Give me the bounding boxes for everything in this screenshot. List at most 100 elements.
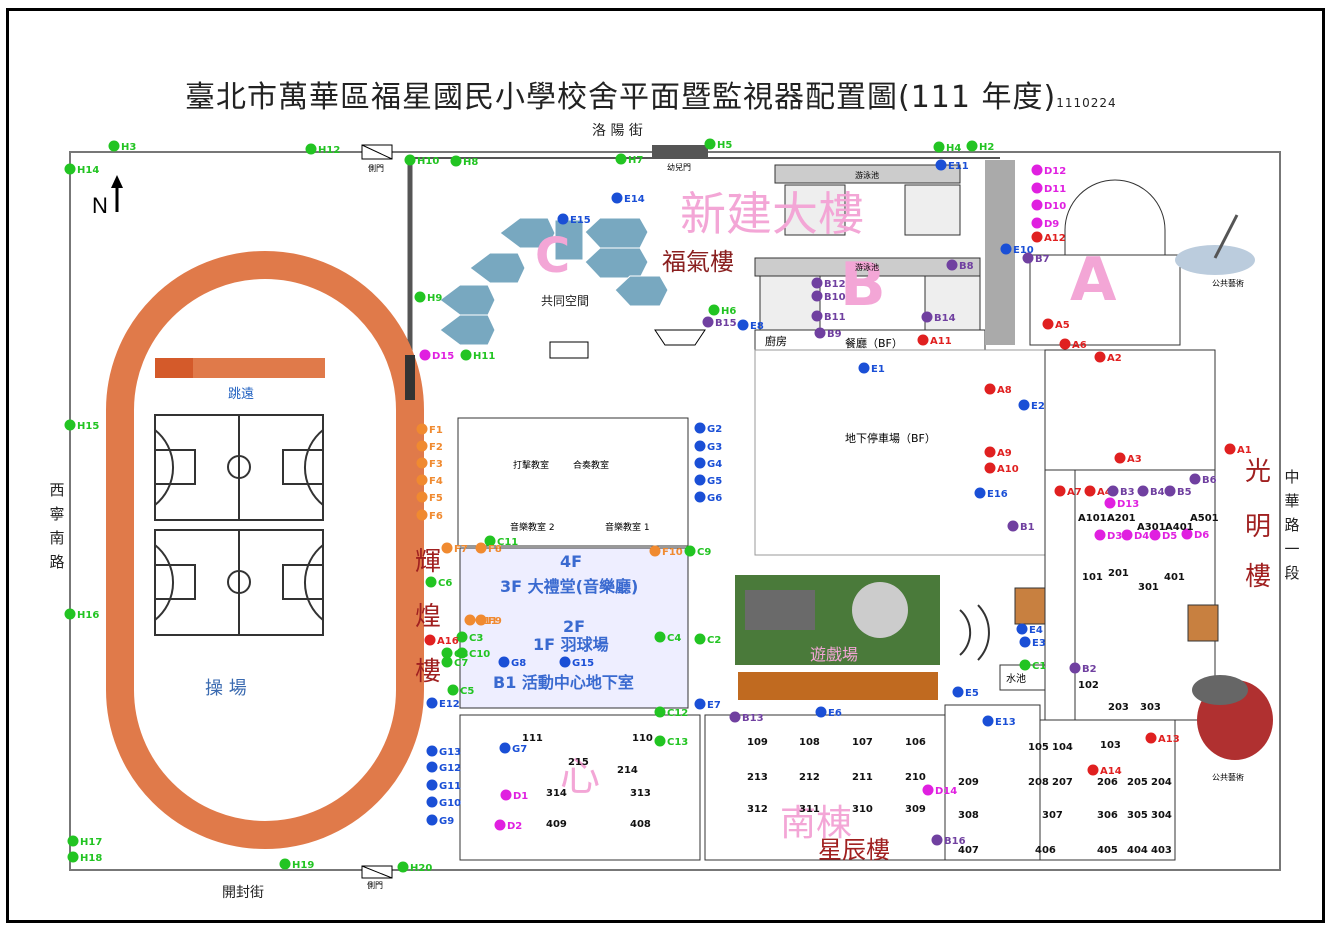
svg-text:E15: E15 bbox=[570, 215, 591, 226]
camera-g2: G2 bbox=[694, 422, 722, 435]
svg-text:C10: C10 bbox=[469, 649, 490, 660]
camera-h14: H14 bbox=[64, 163, 99, 176]
svg-text:H2: H2 bbox=[979, 142, 994, 153]
room-309: 309 bbox=[905, 804, 926, 815]
room-101: 101 bbox=[1082, 572, 1103, 583]
svg-text:H18: H18 bbox=[80, 853, 102, 864]
svg-text:H17: H17 bbox=[80, 837, 102, 848]
camera-c4: C4 bbox=[654, 631, 681, 644]
basketball-court-1 bbox=[154, 414, 324, 521]
camera-f10: F10 bbox=[649, 545, 683, 558]
room-109: 109 bbox=[747, 737, 768, 748]
svg-text:H14: H14 bbox=[77, 165, 99, 176]
camera-h12: H12 bbox=[305, 143, 340, 156]
svg-text:H19: H19 bbox=[292, 860, 314, 871]
gate-kindergarten: 幼兒門 bbox=[652, 145, 708, 172]
restaurant-label: 餐廳（BF） bbox=[845, 336, 903, 350]
camera-a1: A1 bbox=[1224, 443, 1252, 456]
camera-d6: D6 bbox=[1181, 528, 1209, 541]
svg-text:C11: C11 bbox=[497, 537, 518, 548]
svg-text:C6: C6 bbox=[438, 578, 452, 589]
hall-2f: 2F bbox=[563, 617, 585, 636]
svg-text:E5: E5 bbox=[965, 688, 979, 699]
svg-text:E4: E4 bbox=[1029, 625, 1043, 636]
svg-text:D13: D13 bbox=[1117, 499, 1139, 510]
camera-b2: B2 bbox=[1069, 662, 1097, 675]
svg-text:D9: D9 bbox=[1044, 219, 1059, 230]
camera-h11: H11 bbox=[460, 349, 495, 362]
room-214: 214 bbox=[617, 765, 638, 776]
svg-text:B11: B11 bbox=[824, 312, 846, 323]
room-a101: A101 bbox=[1078, 513, 1107, 524]
svg-text:E11: E11 bbox=[948, 161, 969, 172]
svg-text:C13: C13 bbox=[667, 737, 688, 748]
camera-c8: C8 bbox=[441, 647, 468, 660]
svg-text:A10: A10 bbox=[997, 464, 1019, 475]
svg-text:G8: G8 bbox=[511, 658, 526, 669]
camera-b11: B11 bbox=[811, 310, 846, 323]
camera-f9: F9 bbox=[475, 614, 502, 627]
camera-b8: B8 bbox=[946, 259, 974, 272]
hall-1f: 1F 羽球場 bbox=[533, 635, 609, 654]
camera-c10: C10 bbox=[456, 647, 490, 660]
camera-c3: C3 bbox=[456, 631, 483, 644]
svg-text:G5: G5 bbox=[707, 476, 722, 487]
svg-text:B15: B15 bbox=[715, 318, 737, 329]
svg-text:C12: C12 bbox=[667, 708, 688, 719]
long-jump-label: 跳遠 bbox=[228, 387, 254, 402]
street-east: 中華路一段 bbox=[1284, 468, 1300, 582]
playground-park-photo: 遊戲場 bbox=[735, 575, 940, 665]
central-hall bbox=[457, 417, 701, 861]
camera-a4: A4 bbox=[1084, 485, 1112, 498]
camera-c7: C7 bbox=[441, 656, 468, 669]
map-frame bbox=[6, 8, 1325, 923]
guangming-building bbox=[1014, 349, 1219, 721]
camera-g12: G12 bbox=[426, 761, 461, 774]
svg-text:B1: B1 bbox=[1020, 522, 1035, 533]
camera-d10: D10 bbox=[1031, 199, 1066, 212]
camera-f5: F5 bbox=[416, 491, 443, 504]
hall-3f: 3F 大禮堂(音樂廳) bbox=[500, 577, 638, 596]
svg-text:C9: C9 bbox=[697, 547, 711, 558]
camera-c6: C6 bbox=[425, 576, 452, 589]
camera-g15: G15 bbox=[559, 656, 594, 669]
camera-a14: A14 bbox=[1087, 764, 1122, 777]
camera-h3: H3 bbox=[108, 140, 136, 153]
hall-4f: 4F bbox=[560, 552, 582, 571]
camera-a12: A12 bbox=[1031, 231, 1066, 244]
svg-text:D2: D2 bbox=[507, 821, 522, 832]
room-208: 208 bbox=[1028, 777, 1049, 788]
svg-text:C3: C3 bbox=[469, 633, 483, 644]
camera-e4: E4 bbox=[1016, 623, 1043, 636]
chorus-label: 合奏教室 bbox=[573, 459, 609, 471]
pool-label-top: 游泳池 bbox=[855, 170, 879, 180]
public-art-icon-1: 公共藝術 bbox=[1175, 214, 1255, 288]
svg-text:H4: H4 bbox=[946, 143, 961, 154]
camera-f1: F1 bbox=[416, 423, 443, 436]
camera-a6: A6 bbox=[1059, 338, 1087, 351]
svg-text:A9: A9 bbox=[997, 448, 1012, 459]
new-building bbox=[754, 164, 986, 351]
svg-text:A14: A14 bbox=[1100, 766, 1122, 777]
room-312: 312 bbox=[747, 804, 768, 815]
room-305: 305 bbox=[1127, 810, 1148, 821]
svg-text:B16: B16 bbox=[944, 836, 966, 847]
room-310: 310 bbox=[852, 804, 873, 815]
svg-text:G13: G13 bbox=[439, 747, 461, 758]
room-409: 409 bbox=[546, 819, 567, 830]
svg-text:G4: G4 bbox=[707, 459, 722, 470]
svg-text:A8: A8 bbox=[997, 385, 1012, 396]
svg-text:B6: B6 bbox=[1202, 475, 1217, 486]
svg-text:B10: B10 bbox=[824, 292, 846, 303]
svg-text:D12: D12 bbox=[1044, 166, 1066, 177]
street-south: 開封街 bbox=[222, 885, 264, 901]
music2-label: 音樂教室 2 bbox=[510, 521, 555, 533]
svg-text:F3: F3 bbox=[429, 459, 443, 470]
camera-a10: A10 bbox=[984, 462, 1019, 475]
camera-c2: C2 bbox=[694, 633, 721, 646]
svg-text:A12: A12 bbox=[1044, 233, 1066, 244]
building-a-letter: A bbox=[1070, 245, 1117, 315]
camera-b15: B15 bbox=[702, 316, 737, 329]
svg-text:H15: H15 bbox=[77, 421, 99, 432]
camera-b9: B9 bbox=[814, 327, 842, 340]
